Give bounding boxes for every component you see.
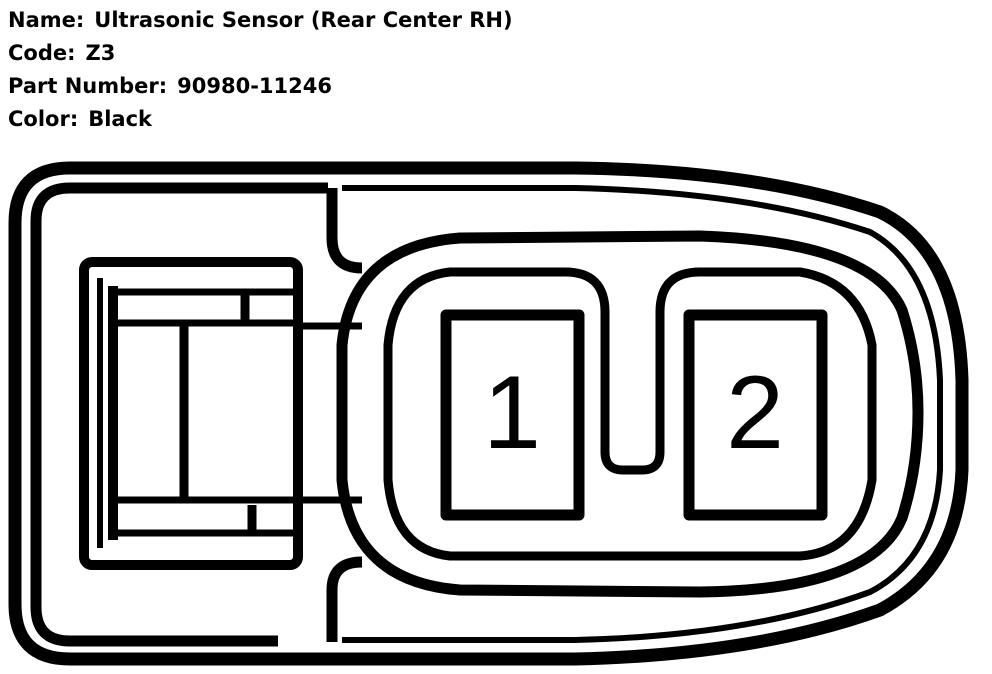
part-number-value: 90980-11246 xyxy=(177,74,332,98)
lower-notch-rib xyxy=(326,556,363,642)
name-label: Name: xyxy=(8,8,85,32)
code-value: Z3 xyxy=(85,41,116,65)
color-label: Color: xyxy=(8,107,79,131)
name-value: Ultrasonic Sensor (Rear Center RH) xyxy=(94,8,513,32)
pin-cavity-outer xyxy=(336,230,924,598)
color-row: Color: Black xyxy=(8,103,513,136)
upper-notch-rib xyxy=(326,188,363,274)
latch-block-top-band xyxy=(110,288,298,327)
name-row: Name: Ultrasonic Sensor (Rear Center RH) xyxy=(8,4,513,37)
code-label: Code: xyxy=(8,41,76,65)
housing-inner-line xyxy=(342,185,943,643)
latch-block-dividers xyxy=(179,294,257,532)
part-number-label: Part Number: xyxy=(8,74,168,98)
pin-2-label: 2 xyxy=(726,355,784,471)
latch-block-bottom-band xyxy=(110,496,298,537)
pin-2-box xyxy=(683,309,828,521)
pin-cavity-inner xyxy=(383,267,877,561)
left-inner-frame xyxy=(30,182,328,647)
latch-block-outer xyxy=(79,257,303,570)
part-number-row: Part Number: 90980-11246 xyxy=(8,70,513,103)
color-value: Black xyxy=(88,107,153,131)
pin-1-label: 1 xyxy=(483,355,541,471)
connector-info: Name:Ultrasonic Sensor (Rear Center RH) … xyxy=(8,4,513,136)
connector-outer-housing xyxy=(8,161,969,666)
pin-1-box xyxy=(440,309,585,521)
code-row: Code: Z3 xyxy=(8,37,513,70)
